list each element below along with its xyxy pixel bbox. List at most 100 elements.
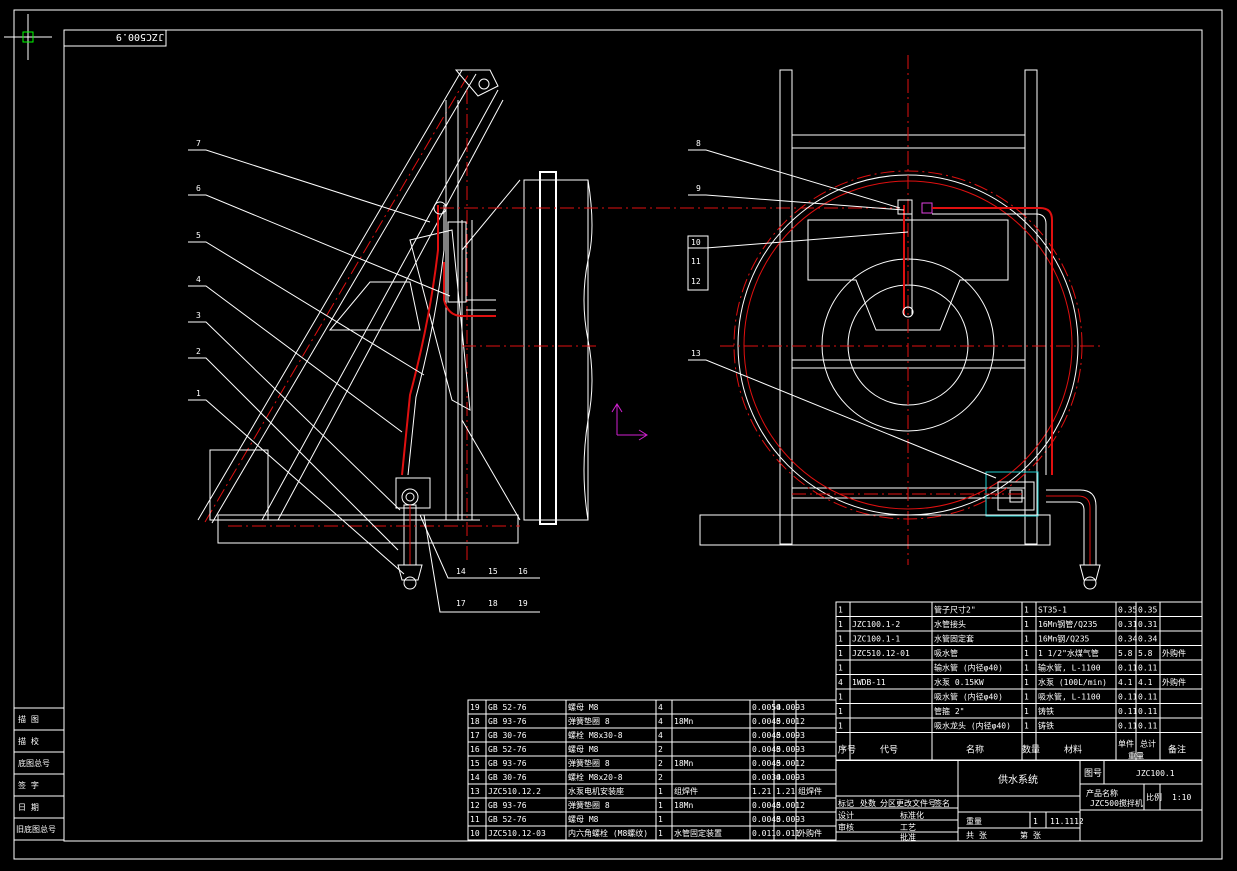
part-cell: 0.35 [1138,606,1157,615]
outer-border [13,9,1223,860]
left-stamp-box: 描 图 描 校 底图总号 签 字 日 期 旧底图总号 [13,707,65,841]
callout-19: 19 [518,599,528,608]
part-cell: 1.21 [752,787,771,796]
part-cell: 0.11 [1118,664,1137,673]
part-cell: 13 [470,787,480,796]
part-cell: 吸水管, L-1100 [1038,692,1101,702]
part-cell: 0.0045 [752,801,781,810]
callout-18: 18 [488,599,498,608]
part-cell: GB 52-76 [488,815,527,824]
role-label: 标准化 [900,810,924,820]
scale-value: 1:10 [1172,793,1191,802]
role-label: 设计 [838,810,854,820]
part-cell: 水泵 (100L/min) [1038,677,1107,687]
part-cell: 螺母 M8 [568,744,599,754]
part-cell: 18 [470,717,480,726]
part-cell: 11 [470,815,480,824]
part-cell: 4 [658,717,663,726]
drawing-code: JZC500.9 [116,31,164,42]
part-cell: GB 30-76 [488,731,527,740]
stamp-label: 签 字 [18,780,39,790]
part-cell: 铸铁 [1038,721,1054,731]
callout-14: 14 [456,567,466,576]
part-cell: 1 [658,801,663,810]
header-cell: 备注 [1168,744,1186,756]
part-cell: 0.11 [1118,722,1137,731]
part-cell: 4 [658,703,663,712]
header-cell: 总计 [1140,739,1156,749]
part-cell: 1 [1024,664,1029,673]
part-cell: 0.31 [1118,620,1137,629]
part-cell: 5.8 [1138,649,1153,658]
part-cell: 0.31 [1138,620,1157,629]
part-cell: 1 [838,620,843,629]
part-cell: 弹簧垫圈 8 [568,800,610,810]
part-cell: 管箍 2" [934,706,964,716]
part-cell: 19 [470,703,480,712]
part-cell: 螺栓 M8x30-8 [568,730,623,740]
weight-value: 11.1112 [1050,817,1084,826]
part-cell: 1 [1024,620,1029,629]
part-cell: 1 [658,787,663,796]
part-cell: 0.011 [752,829,776,838]
part-cell: 0.0093 [776,815,805,824]
part-cell: 弹簧垫圈 8 [568,758,610,768]
part-cell: 管子尺寸2" [934,605,976,615]
callouts-right: 8 9 10 11 12 13 [691,139,701,358]
part-cell: 0.0093 [776,745,805,754]
part-cell: 0.34 [1138,635,1157,644]
stamp-label: 底图总号 [18,758,50,768]
part-cell: 0.34 [1118,635,1137,644]
part-cell: GB 93-76 [488,717,527,726]
part-cell: 水管固定套 [934,634,974,644]
part-cell: 4.1 [1118,678,1133,687]
part-cell: 16Mn钢/Q235 [1038,634,1090,644]
part-cell: 1 [838,693,843,702]
part-cell: 1 [658,815,663,824]
mark-label: 处数 [860,798,876,808]
part-cell: 水泵 0.15KW [934,677,984,687]
part-cell: 1 [658,829,663,838]
part-cell: 1 [838,664,843,673]
part-cell: 外购件 [1162,677,1186,687]
part-cell: 1 1/2"水煤气管 [1038,648,1099,658]
part-cell: 铸铁 [1038,706,1054,716]
part-cell: 螺母 M8 [568,702,599,712]
part-cell: 0.0093 [776,773,805,782]
callout-17: 17 [456,599,466,608]
callout-1: 1 [196,389,201,398]
part-cell: 1 [1024,707,1029,716]
sheet-value: 第 张 [1020,830,1041,840]
mark-label: 分区 [880,799,896,808]
stamp-label: 描 校 [18,736,39,746]
ucs-axis-icon [611,403,648,441]
part-cell: 1 [838,649,843,658]
part-cell: 2 [658,773,663,782]
header-cell: 名称 [966,744,984,756]
part-cell: 弹簧垫圈 8 [568,716,610,726]
part-cell: GB 52-76 [488,745,527,754]
part-cell: JZC510.12.2 [488,787,541,796]
role-label: 审核 [838,822,854,832]
part-cell: 1 [1024,722,1029,731]
callout-5: 5 [196,231,201,240]
part-cell: 1 [1024,649,1029,658]
drawing-no: JZC100.1 [1136,769,1175,778]
product-name: JZC500搅拌机 [1090,798,1143,808]
part-cell: JZC510.12-03 [488,829,546,838]
callout-13: 13 [691,349,701,358]
stamp-label: 描 图 [18,714,39,724]
part-cell: JZC100.1-1 [852,635,900,644]
part-cell: 14 [470,773,480,782]
part-cell: 17 [470,731,480,740]
part-cell: JZC510.12-01 [852,649,910,658]
part-cell: 内六角螺栓 (M8螺纹) [568,828,648,838]
part-cell: 15 [470,759,480,768]
part-cell: 5.8 [1118,649,1133,658]
part-cell: 0.0045 [752,759,781,768]
mark-label: 签名 [934,798,950,808]
crosshair-icon[interactable] [4,14,52,60]
part-cell: 10 [470,829,480,838]
part-cell: 水泵电机安装座 [568,786,624,796]
